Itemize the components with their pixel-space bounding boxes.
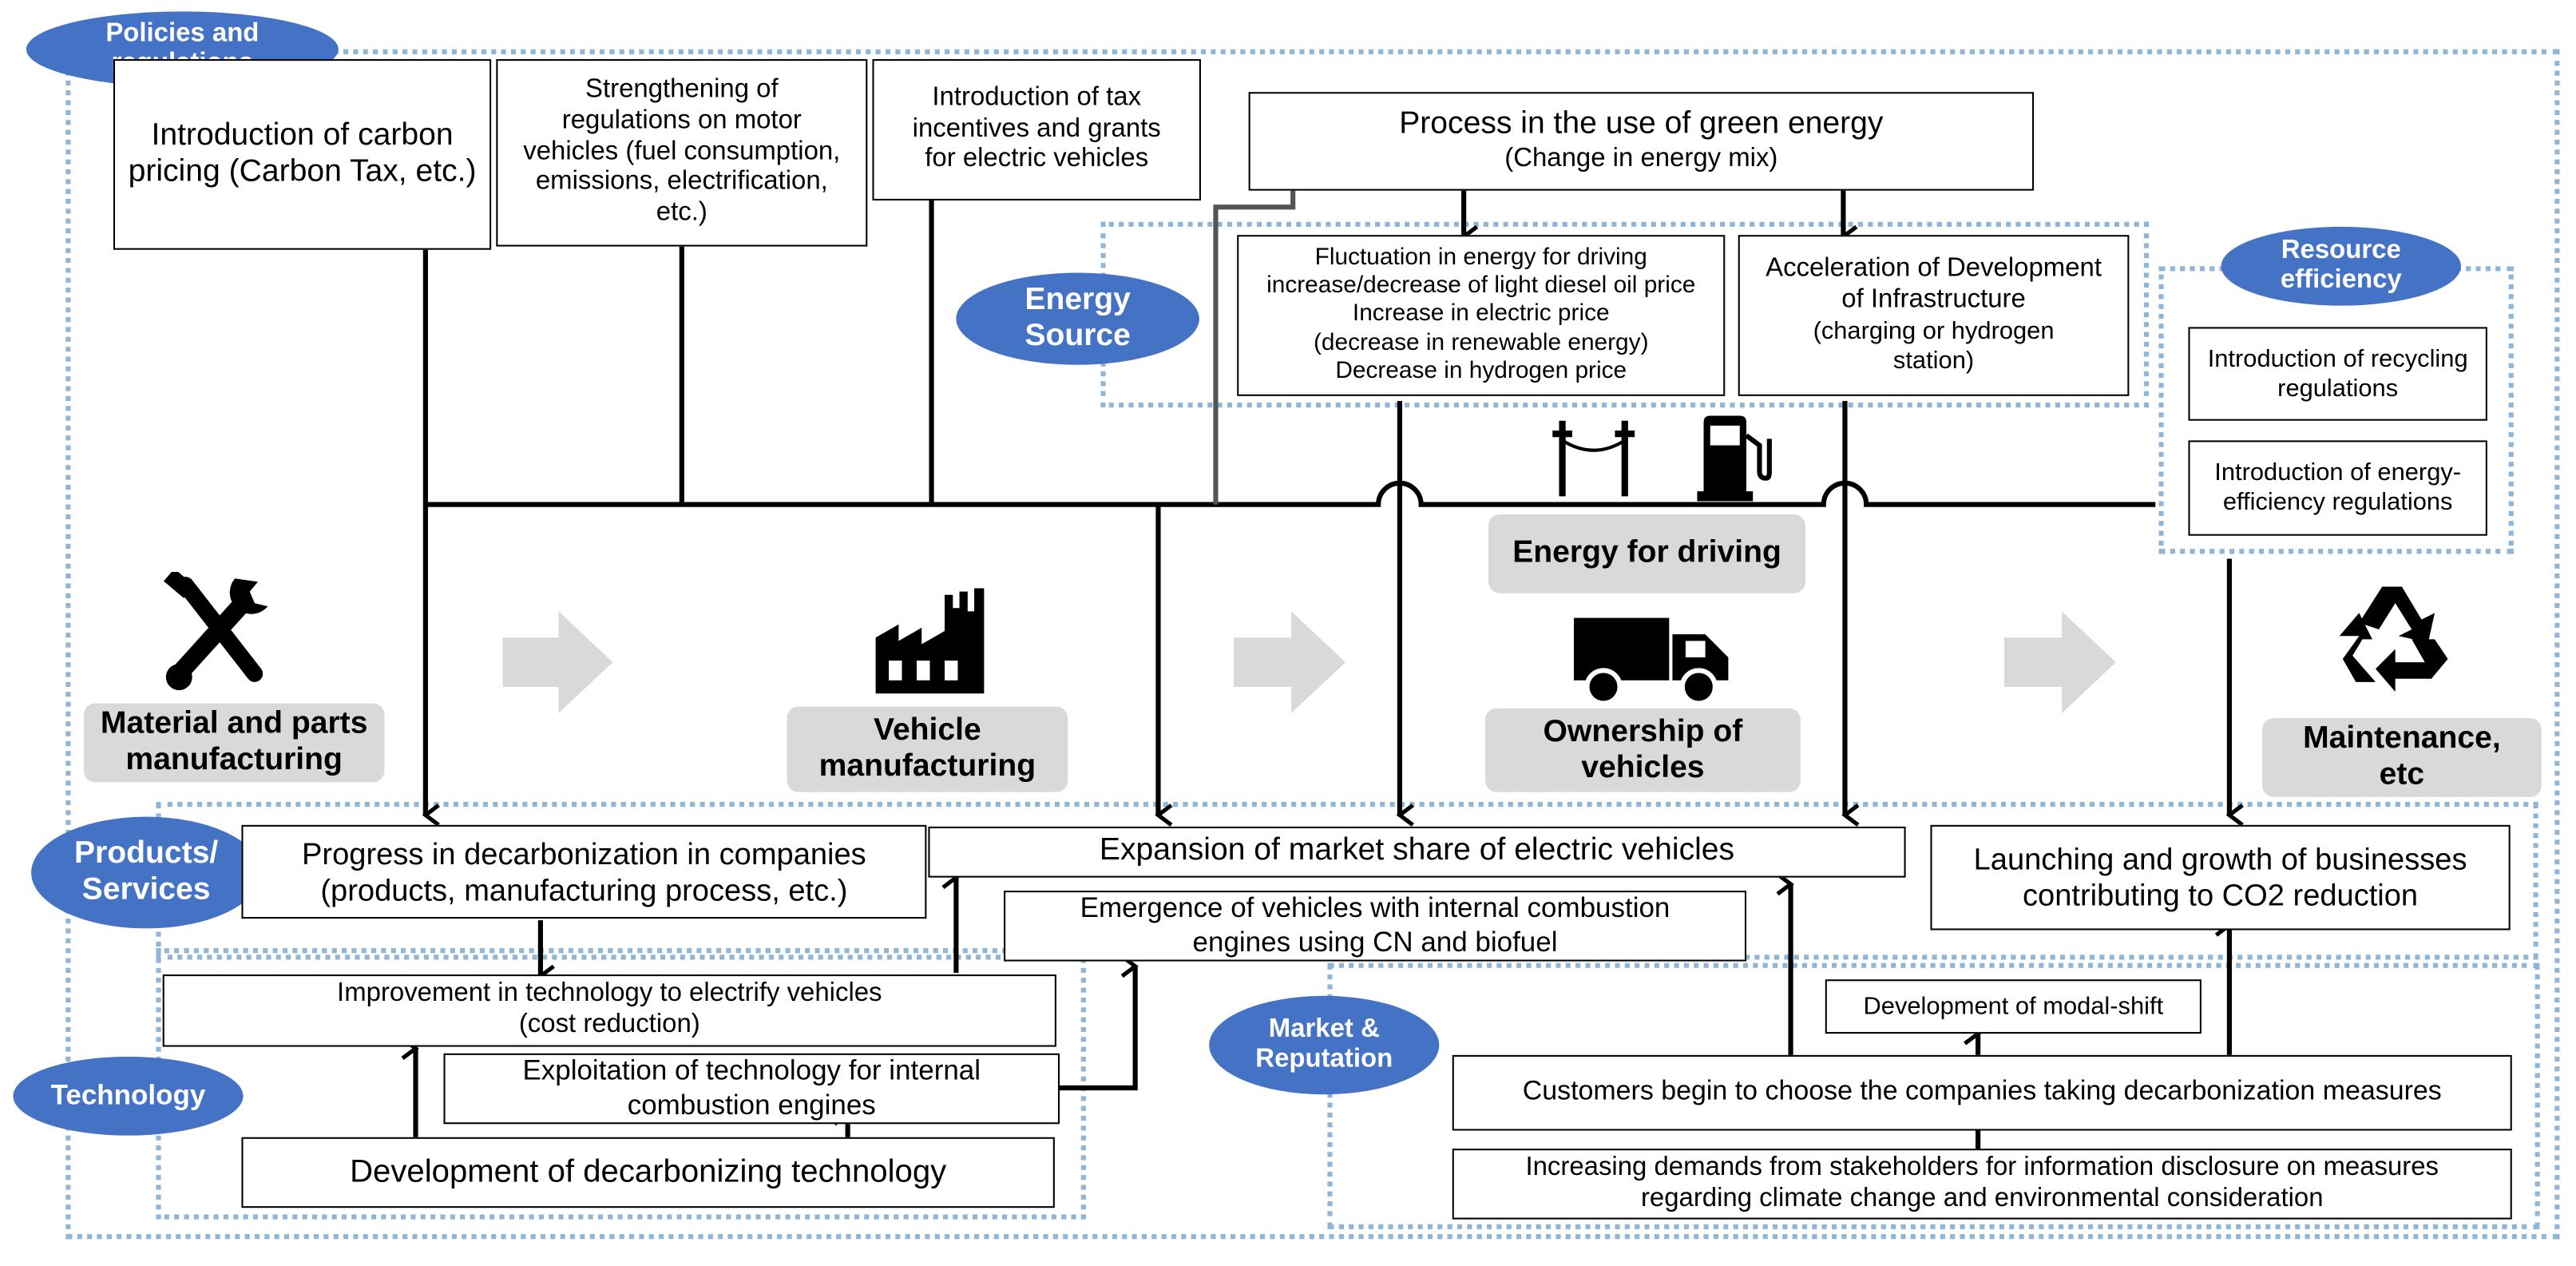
decarbonization-progress-box: Progress in decarbonization in companies… — [241, 824, 927, 919]
power-pole-icon — [1552, 420, 1635, 497]
market-reputation-label: Market &Reputation — [1209, 995, 1440, 1095]
factory-icon — [875, 588, 985, 694]
maintenance-label: Maintenance,etc — [2262, 718, 2542, 797]
modal-shift-box: Development of modal-shift — [1825, 979, 2201, 1034]
decarbonizing-technology-box: Development of decarbonizing technology — [241, 1137, 1055, 1208]
truck-icon — [1573, 617, 1729, 706]
policies-region — [65, 49, 2560, 1240]
right-arrow-icon — [502, 611, 2116, 713]
fuel-pump-icon — [1697, 415, 1772, 502]
stakeholder-demands-box: Increasing demands from stakeholders for… — [1452, 1149, 2512, 1220]
green-energy-box: Process in the use of green energy (Chan… — [1248, 92, 2035, 191]
recycle-icon — [2339, 586, 2448, 693]
electrify-technology-box: Improvement in technology to electrify v… — [162, 974, 1056, 1047]
technology-label: Technology — [13, 1056, 244, 1136]
products-services-label: Products/Services — [31, 816, 262, 929]
market-reputation-region — [1327, 962, 2540, 1229]
energy-for-driving-label: Energy for driving — [1488, 514, 1806, 593]
energy-efficiency-regulations-box: Introduction of energy-efficiency regula… — [2188, 440, 2487, 536]
tools-icon — [164, 571, 268, 691]
ice-cn-biofuel-box: Emergence of vehicles with internal comb… — [1004, 891, 1747, 962]
ev-market-share-box: Expansion of market share of electric ve… — [928, 826, 1906, 878]
customers-choose-box: Customers begin to choose the companies … — [1452, 1054, 2512, 1131]
